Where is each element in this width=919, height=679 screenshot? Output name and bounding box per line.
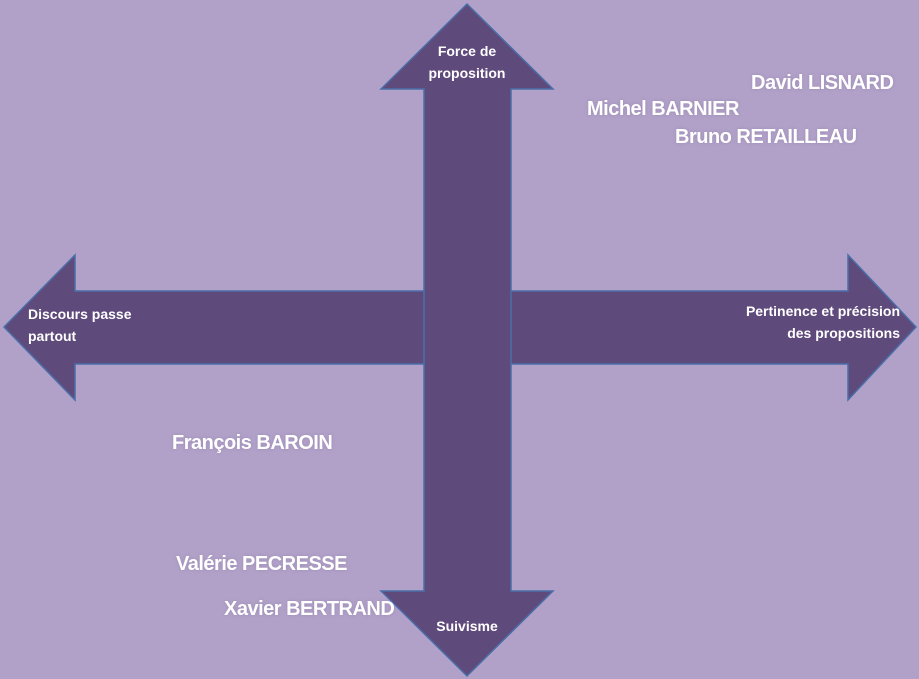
axis-label-bottom: Suivisme <box>436 618 498 634</box>
person-bruno-retailleau: Bruno RETAILLEAU <box>675 126 857 148</box>
vertical-axis-arrow <box>379 2 555 678</box>
axis-label-left: Discours passe partout <box>28 306 132 344</box>
axis-label-top: Force de proposition <box>428 43 506 81</box>
person-francois-baroin: François BAROIN <box>172 432 333 454</box>
person-david-lisnard: David LISNARD <box>751 72 894 94</box>
person-valerie-pecresse: Valérie PECRESSE <box>176 553 347 575</box>
axis-label-right: Pertinence et précision des propositions <box>745 303 900 341</box>
person-michel-barnier: Michel BARNIER <box>587 98 739 120</box>
person-xavier-bertrand: Xavier BERTRAND <box>224 598 395 620</box>
